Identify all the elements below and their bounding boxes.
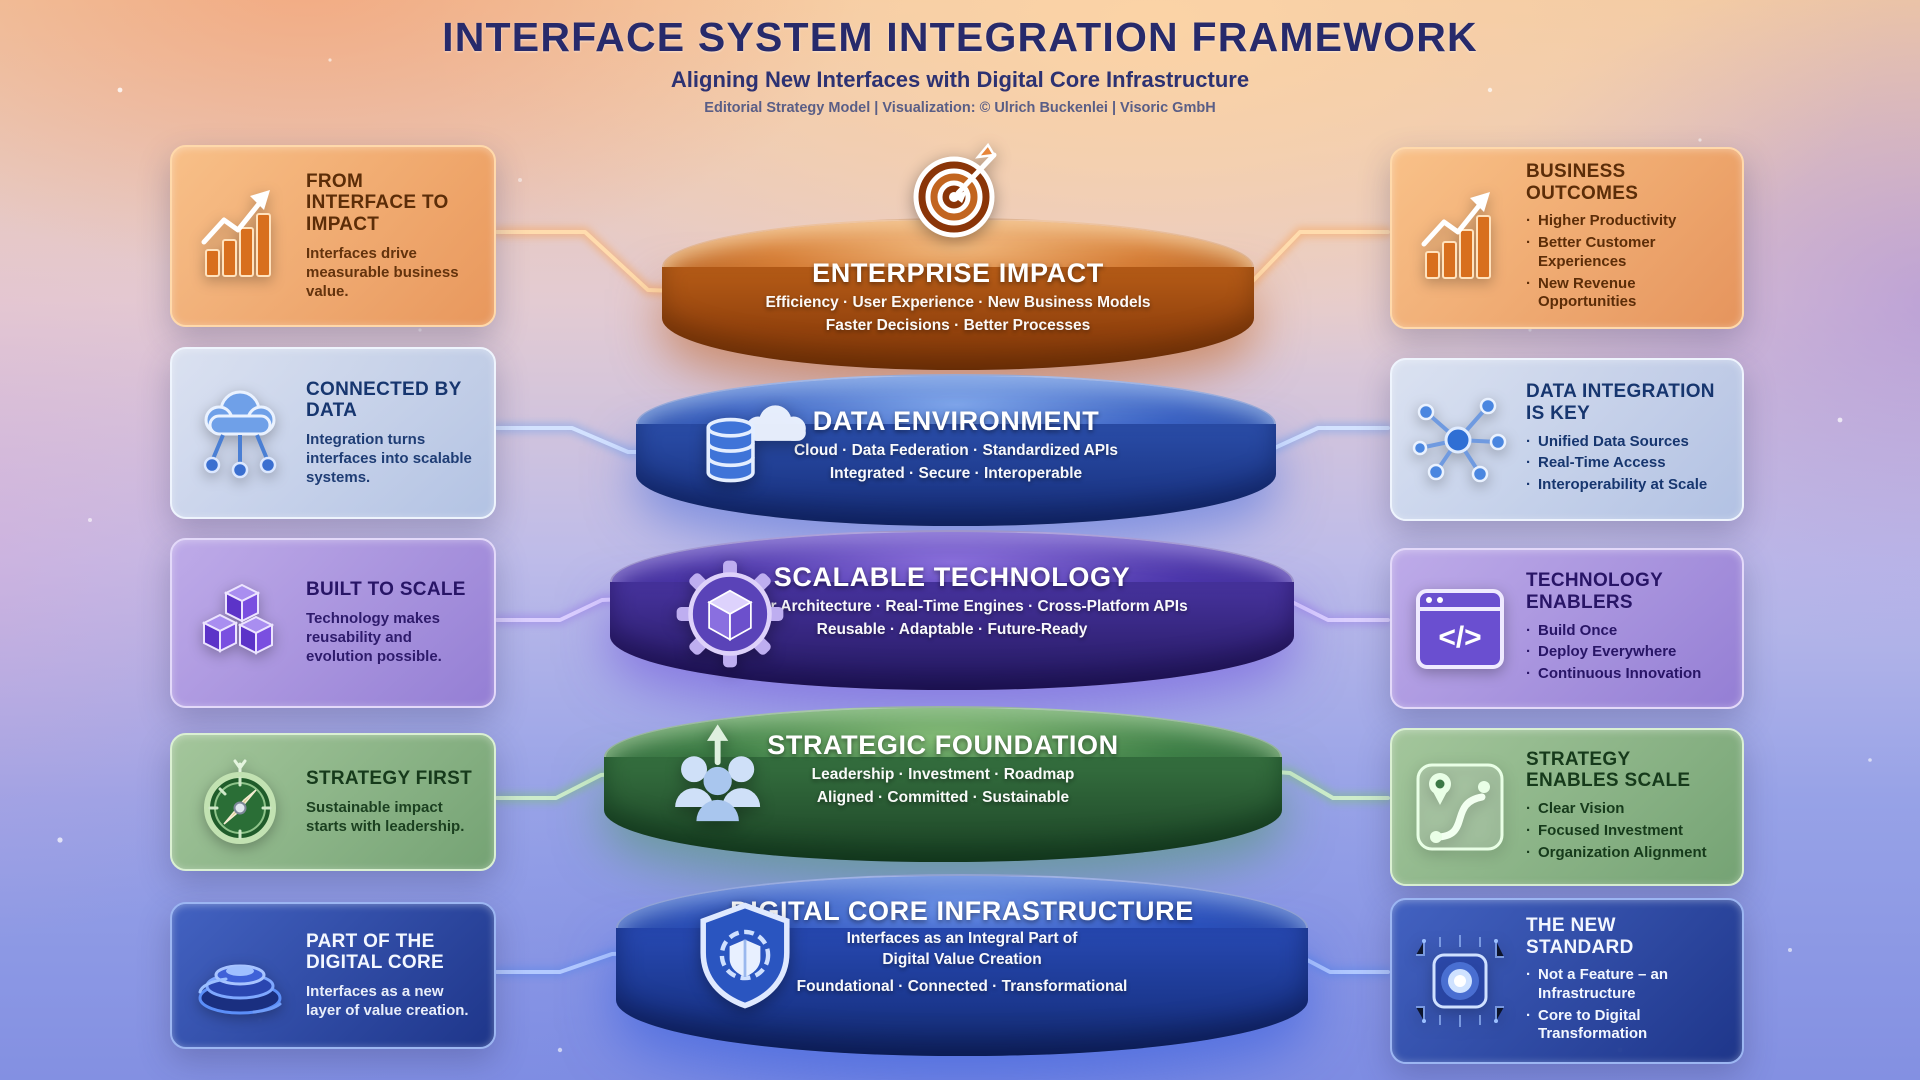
team-growth-icon [675, 724, 761, 822]
layer-title: STRATEGIC FOUNDATION [767, 730, 1119, 760]
page-subtitle: Aligning New Interfaces with Digital Cor… [670, 67, 1250, 92]
layer-line2: Aligned · Committed · Sustainable [816, 789, 1070, 806]
card-title: DATA INTEGRATION IS KEY [1526, 381, 1715, 424]
card-text: STRATEGY FIRST Sustainable impact starts… [306, 768, 476, 836]
card-text: CONNECTED BY DATA Integration turns inte… [306, 379, 476, 488]
svg-text:</>: </> [1438, 621, 1481, 654]
card-title: STRATEGY FIRST [306, 767, 473, 789]
route-pins-icon [1416, 763, 1504, 851]
card-part-of-the-digital-core: PART OF THE DIGITAL CORE Interfaces as a… [170, 902, 496, 1049]
card-bullet: Interoperability at Scale [1526, 476, 1724, 495]
card-technology-enablers: </> TECHNOLOGY ENABLERS Build Once Deplo… [1390, 548, 1744, 709]
database-cloud-icon [706, 405, 806, 483]
core-layer-icon [198, 964, 282, 1014]
card-text: THE NEW STANDARD Not a Feature – an Infr… [1526, 915, 1724, 1047]
code-window-icon: </> [1416, 588, 1504, 669]
cloud-nodes-icon [203, 390, 277, 479]
card-title: BUSINESS OUTCOMES [1526, 160, 1639, 204]
card-title: THE NEW STANDARD [1526, 914, 1634, 958]
shield-icon [700, 902, 790, 1009]
card-strategy-first: STRATEGY FIRST Sustainable impact starts… [170, 733, 496, 871]
bar-chart-growth-icon [201, 190, 271, 277]
layer-title: ENTERPRISE IMPACT [812, 258, 1104, 288]
card-text: TECHNOLOGY ENABLERS Build Once Deploy Ev… [1526, 570, 1724, 687]
layer-text: ENTERPRISE IMPACT Efficiency · User Expe… [662, 258, 1254, 335]
layer-strategic-foundation: STRATEGIC FOUNDATION Leadership · Invest… [604, 706, 1282, 862]
layer-enterprise-impact: ENTERPRISE IMPACT Efficiency · User Expe… [662, 142, 1254, 370]
card-bullet: Unified Data Sources [1526, 433, 1724, 452]
compass-icon [204, 759, 276, 844]
cylinder-body [662, 267, 1254, 370]
card-title: STRATEGY ENABLES SCALE [1526, 748, 1691, 792]
layer-line2: Faster Decisions · Better Processes [825, 317, 1091, 334]
layer-text: DATA ENVIRONMENT Cloud · Data Federation… [636, 406, 1276, 483]
card-bullet: Core to Digital Transformation [1526, 1007, 1724, 1045]
cubes-icon [201, 583, 275, 655]
card-bullet: Higher Productivity [1526, 212, 1724, 231]
layer-line1: Leadership · Investment · Roadmap [811, 766, 1075, 783]
card-body: Sustainable impact starts with leadershi… [306, 798, 465, 835]
header: INTERFACE SYSTEM INTEGRATION FRAMEWORK A… [0, 14, 1920, 116]
layer-text: STRATEGIC FOUNDATION Leadership · Invest… [604, 730, 1282, 807]
bar-chart-growth-icon [1421, 192, 1491, 279]
layer-line1: Modular Architecture · Real-Time Engines… [716, 598, 1188, 615]
layer-title: DATA ENVIRONMENT [812, 406, 1100, 436]
layer-line1: Efficiency · User Experience · New Busin… [765, 294, 1151, 311]
target-icon [913, 142, 997, 238]
card-body: Technology makes reusability and evoluti… [306, 610, 442, 666]
card-body: Interfaces as a new layer of value creat… [306, 982, 469, 1020]
layer-data-environment: DATA ENVIRONMENT Cloud · Data Federation… [636, 374, 1276, 526]
layer-line2: Integrated · Secure · Interoperable [829, 465, 1083, 482]
layer-line1: Cloud · Data Federation · Standardized A… [793, 442, 1119, 459]
card-text: STRATEGY ENABLES SCALE Clear Vision Focu… [1526, 749, 1724, 866]
card-title: PART OF THE DIGITAL CORE [306, 930, 445, 974]
card-text: FROM INTERFACE TO IMPACT Interfaces driv… [306, 171, 476, 302]
gear-cube-icon [676, 560, 784, 668]
card-title: CONNECTED BY DATA [306, 378, 462, 422]
layer-line1: Interfaces as an Integral Part of [846, 930, 1078, 947]
layer-line3: Foundational · Connected · Transformatio… [796, 978, 1128, 995]
card-title: BUILT TO SCALE [306, 579, 466, 601]
card-bullet: New Revenue Opportunities [1526, 275, 1724, 313]
card-bullet: Clear Vision [1526, 800, 1724, 819]
card-text: DATA INTEGRATION IS KEY Unified Data Sou… [1526, 381, 1724, 498]
network-nodes-icon [1412, 397, 1507, 482]
layer-text: DIGITAL CORE INFRASTRUCTURE Interfaces a… [616, 896, 1308, 996]
layer-title: SCALABLE TECHNOLOGY [773, 562, 1131, 592]
card-business-outcomes: BUSINESS OUTCOMES Higher Productivity Be… [1390, 147, 1744, 329]
card-from-interface-to-impact: FROM INTERFACE TO IMPACT Interfaces driv… [170, 145, 496, 327]
card-bullet: Real-Time Access [1526, 454, 1724, 473]
card-body: Interfaces drive measurable business val… [306, 244, 459, 301]
card-title: TECHNOLOGY ENABLERS [1526, 570, 1663, 613]
credit-line: Editorial Strategy Model | Visualization… [704, 100, 1216, 116]
layer-title: DIGITAL CORE INFRASTRUCTURE [730, 896, 1194, 926]
layer-text: SCALABLE TECHNOLOGY Modular Architecture… [610, 562, 1294, 639]
card-bullet: Continuous Innovation [1526, 665, 1724, 684]
layer-line2: Digital Value Creation [882, 951, 1042, 968]
layer-digital-core-infrastructure: DIGITAL CORE INFRASTRUCTURE Interfaces a… [616, 874, 1308, 1056]
card-built-to-scale: BUILT TO SCALE Technology makes reusabil… [170, 538, 496, 708]
card-the-new-standard: THE NEW STANDARD Not a Feature – an Infr… [1390, 898, 1744, 1064]
layer-scalable-technology: SCALABLE TECHNOLOGY Modular Architecture… [610, 530, 1294, 690]
card-bullet: Build Once [1526, 622, 1724, 641]
card-body: Integration turns interfaces into scalab… [306, 430, 472, 487]
card-data-integration-is-key: DATA INTEGRATION IS KEY Unified Data Sou… [1390, 358, 1744, 521]
card-bullet: Focused Investment [1526, 822, 1724, 841]
card-text: PART OF THE DIGITAL CORE Interfaces as a… [306, 931, 476, 1021]
page-title: INTERFACE SYSTEM INTEGRATION FRAMEWORK [442, 14, 1478, 60]
card-bullet: Organization Alignment [1526, 844, 1724, 863]
card-bullet: Not a Feature – an Infrastructure [1526, 966, 1724, 1004]
card-bullet: Deploy Everywhere [1526, 643, 1724, 662]
card-text: BUSINESS OUTCOMES Higher Productivity Be… [1526, 161, 1724, 315]
chip-icon [1416, 935, 1504, 1027]
card-bullet: Better Customer Experiences [1526, 234, 1724, 272]
card-title: FROM INTERFACE TO IMPACT [306, 170, 449, 236]
card-connected-by-data: CONNECTED BY DATA Integration turns inte… [170, 347, 496, 519]
card-text: BUILT TO SCALE Technology makes reusabil… [306, 579, 476, 666]
card-strategy-enables-scale: STRATEGY ENABLES SCALE Clear Vision Focu… [1390, 728, 1744, 886]
layer-line2: Reusable · Adaptable · Future-Ready [816, 621, 1088, 638]
